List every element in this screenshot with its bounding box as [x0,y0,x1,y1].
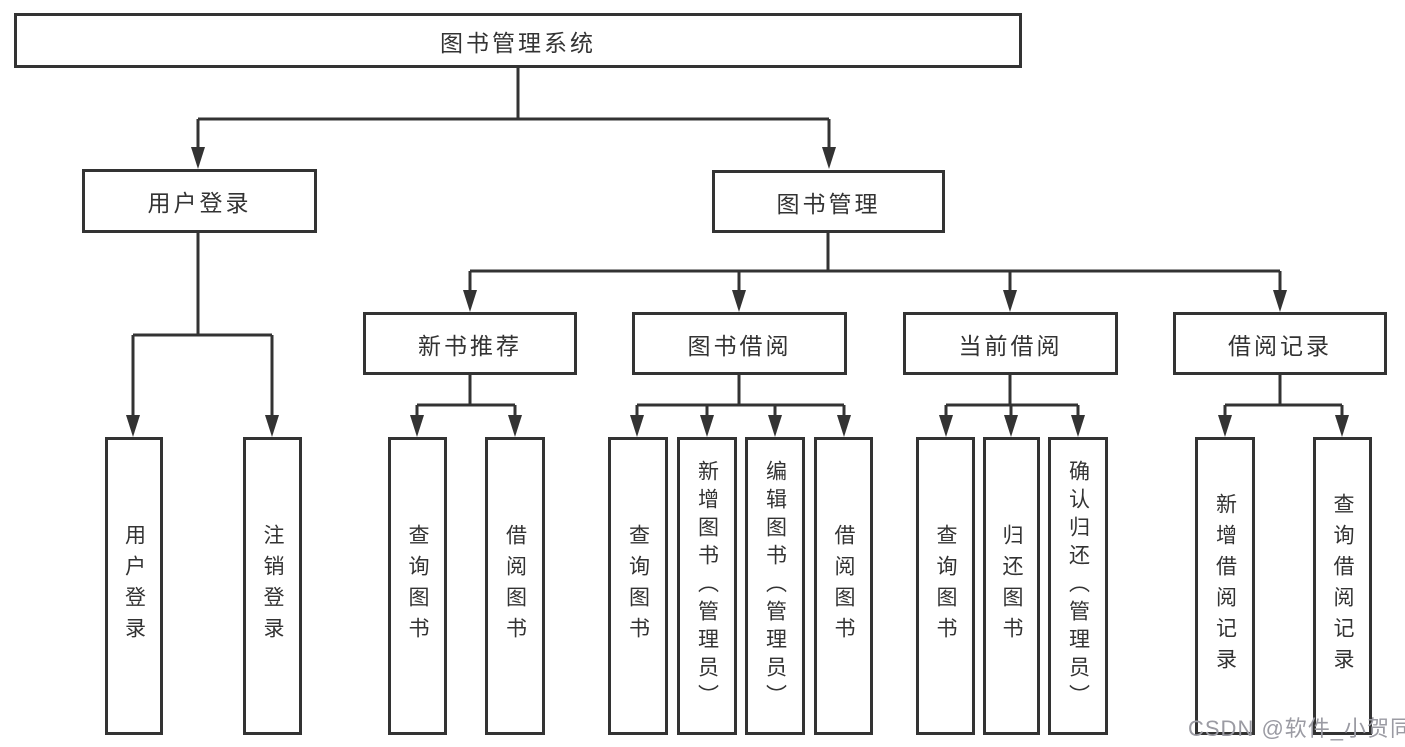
leaf-label: 查询借阅记录 [1331,493,1354,679]
watermark-text: CSDN @软件_小贺同 [1188,716,1405,741]
node-borrow-records: 借阅记录 [1173,312,1387,375]
leaf-label: 编辑图书（管理员） [763,460,787,712]
leaf-nbr-borrow-books: 借阅图书 [485,437,545,735]
leaf-label: 新增图书（管理员） [695,460,719,712]
leaf-label: 用户登录 [122,524,146,648]
leaf-bb-add-book-admin: 新增图书（管理员） [677,437,737,735]
leaf-label: 借阅图书 [832,524,855,648]
node-book-borrow: 图书借阅 [632,312,847,375]
leaf-bb-borrow-books: 借阅图书 [814,437,873,735]
leaf-cb-return-books: 归还图书 [983,437,1040,735]
node-label: 图书管理系统 [440,29,596,56]
leaf-label: 确认归还（管理员） [1066,460,1090,712]
arrowheads [126,147,1349,437]
leaf-bb-edit-book-admin: 编辑图书（管理员） [745,437,805,735]
node-label: 新书推荐 [418,332,522,359]
leaf-label: 查询图书 [934,524,957,648]
leaf-label: 归还图书 [1000,524,1023,648]
leaf-user-login: 用户登录 [105,437,163,735]
node-user-login: 用户登录 [82,169,317,233]
leaf-cb-query-books: 查询图书 [916,437,975,735]
leaf-br-query-record: 查询借阅记录 [1313,437,1372,735]
leaf-logout: 注销登录 [243,437,302,735]
node-label: 当前借阅 [958,332,1063,359]
leaf-label: 注销登录 [261,524,284,648]
leaf-br-add-record: 新增借阅记录 [1195,437,1255,735]
leaf-bb-query-books: 查询图书 [608,437,668,735]
leaf-nbr-query-books: 查询图书 [388,437,447,735]
leaf-label: 查询图书 [406,524,429,648]
node-label: 图书借阅 [687,332,792,359]
node-library-system-root: 图书管理系统 [14,13,1022,68]
node-book-management: 图书管理 [712,170,945,233]
leaf-cb-confirm-return-admin: 确认归还（管理员） [1048,437,1108,735]
node-new-book-recommend: 新书推荐 [363,312,577,375]
node-label: 借阅记录 [1228,332,1332,359]
node-current-borrow: 当前借阅 [903,312,1118,375]
node-label: 图书管理 [776,190,881,217]
leaf-label: 新增借阅记录 [1213,493,1237,679]
node-label: 用户登录 [147,190,252,216]
leaf-label: 查询图书 [626,524,650,648]
csdn-watermark: CSDN @软件_小贺同学 [1188,711,1405,743]
leaf-label: 借阅图书 [503,524,527,648]
